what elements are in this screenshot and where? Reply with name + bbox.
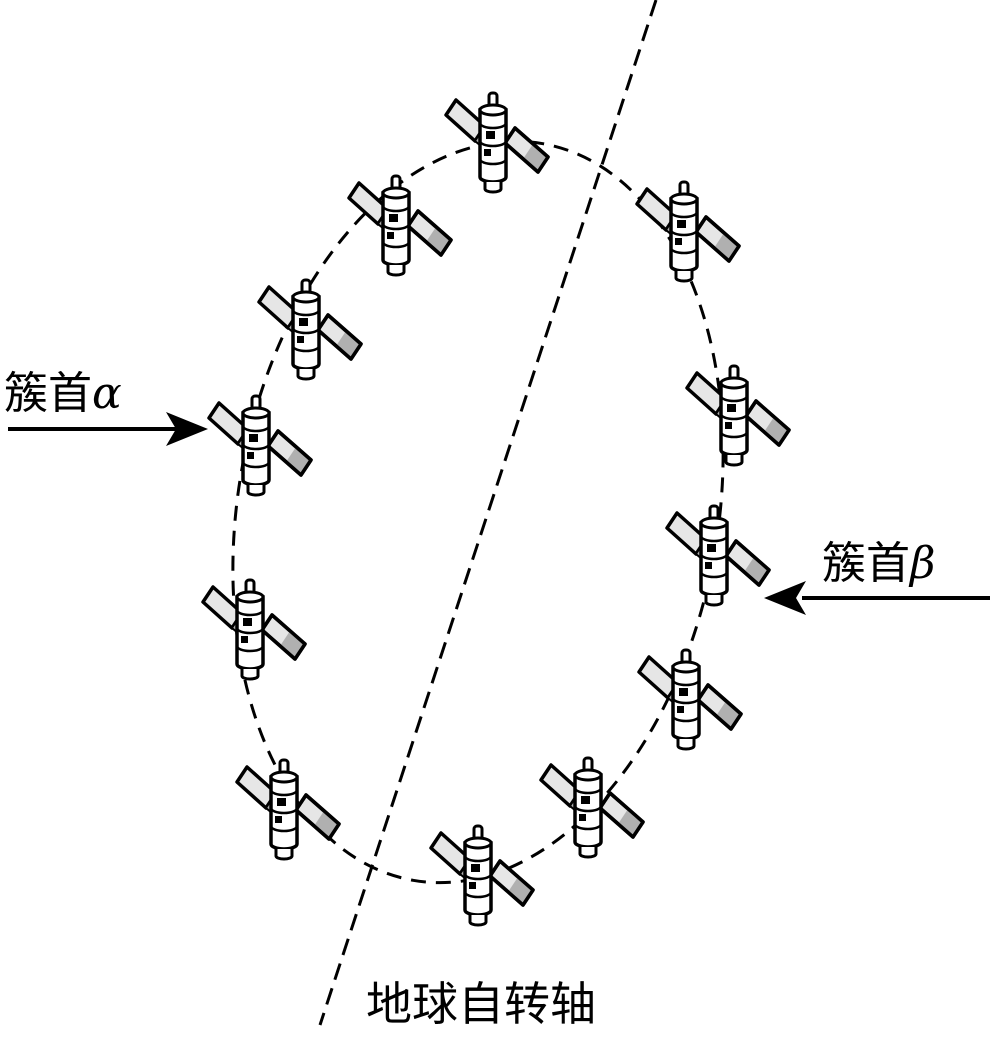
cluster-head-alpha-label: 簇首α <box>4 368 122 419</box>
satellite-icon <box>444 91 550 194</box>
satellite-icon <box>685 364 791 467</box>
satellite-icon <box>257 278 363 381</box>
satellite-icon <box>637 648 743 751</box>
satellite-icon <box>665 504 771 607</box>
arrow-head-icon <box>166 412 208 446</box>
satellite-icon <box>429 824 535 927</box>
cluster-head-beta-arrow <box>764 581 990 615</box>
earth-rotation-axis-label: 地球自转轴 <box>366 977 596 1031</box>
arrow-head-icon <box>764 581 806 615</box>
satellite-icon <box>201 578 307 681</box>
satellite-icon <box>235 758 341 861</box>
satellite-icon <box>635 180 741 283</box>
satellite-icon <box>347 174 453 277</box>
cluster-head-alpha-arrow <box>8 412 208 446</box>
cluster-head-beta-label: 簇首β <box>822 538 935 589</box>
earth-rotation-axis-line <box>318 0 658 1026</box>
satellite-icon <box>207 394 313 497</box>
